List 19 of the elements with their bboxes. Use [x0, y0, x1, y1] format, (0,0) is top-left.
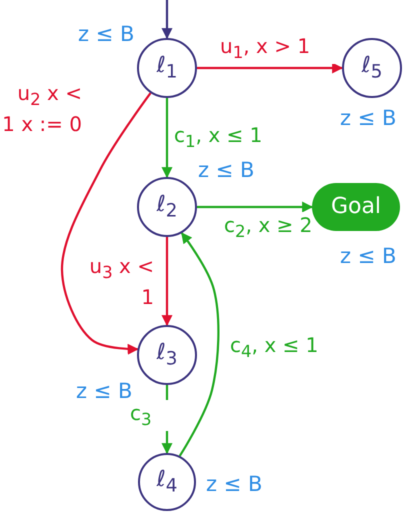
state-label: ℓ$_{2}$: [156, 194, 178, 220]
state-label: ℓ$_{3}$: [156, 342, 178, 368]
invariant-label: z ≤ B: [340, 108, 396, 129]
transition-arrow: [60, 92, 152, 355]
state-label: ℓ$_{4}$: [156, 468, 178, 496]
invariant-label: z ≤ B: [78, 24, 134, 45]
transition-arrow: [162, 237, 172, 326]
state-label: ℓ$_{1}$: [156, 54, 178, 82]
transition-arrow: [162, 0, 172, 40]
invariant-label: z ≤ B: [206, 474, 262, 495]
invariant-label: z ≤ B: [76, 381, 132, 402]
goal-state: [312, 183, 400, 231]
transition-arrow: [162, 98, 172, 178]
transition-arrow: [197, 202, 314, 212]
transition-arrow: [178, 232, 220, 457]
invariant-label: z ≤ B: [198, 160, 254, 181]
state-label: ℓ$_{5}$: [362, 54, 382, 82]
transition-arrow: [197, 62, 344, 74]
invariant-label: z ≤ B: [340, 246, 396, 267]
